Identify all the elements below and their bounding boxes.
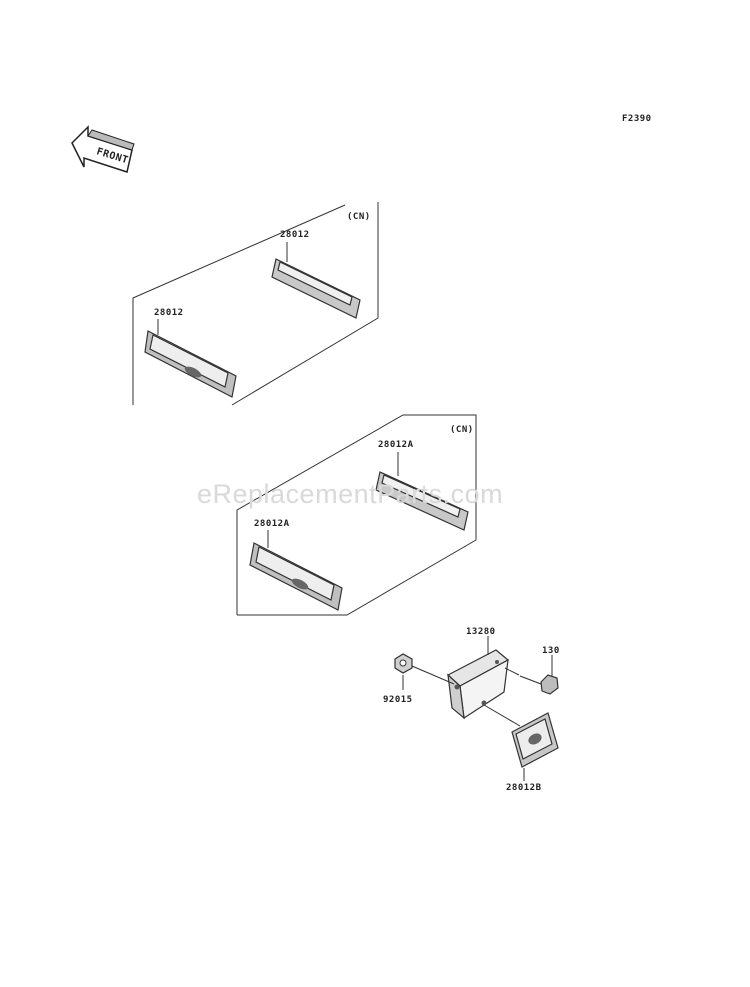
diagram-code: F2390 — [622, 114, 652, 124]
label-28012a-lower: 28012A — [254, 519, 290, 529]
group-frame-2: (CN) — [236, 414, 477, 616]
label-28012a-upper: 28012A — [378, 440, 414, 450]
reflector-28012a-rear: 28012A — [375, 440, 469, 531]
label-bracket: 13280 — [466, 627, 496, 637]
label-reflector-b: 28012B — [506, 783, 542, 793]
group-2-note: (CN) — [450, 425, 474, 435]
bracket-assembly: 13280 92015 130 28012B — [383, 627, 560, 793]
label-bolt: 130 — [542, 646, 560, 656]
reflector-28012-rear: 28012 — [271, 230, 361, 319]
reflector-28012a-front: 28012A — [249, 519, 343, 611]
group-frame-1: (CN) — [132, 202, 379, 406]
front-arrow-icon: FRONT — [71, 125, 135, 173]
reflector-28012-front: 28012 — [144, 308, 237, 398]
label-28012-upper: 28012 — [280, 230, 310, 240]
label-28012-lower: 28012 — [154, 308, 184, 318]
group-1-note: (CN) — [347, 212, 371, 222]
watermark: eReplacementParts.com — [197, 479, 503, 509]
label-nut: 92015 — [383, 695, 413, 705]
